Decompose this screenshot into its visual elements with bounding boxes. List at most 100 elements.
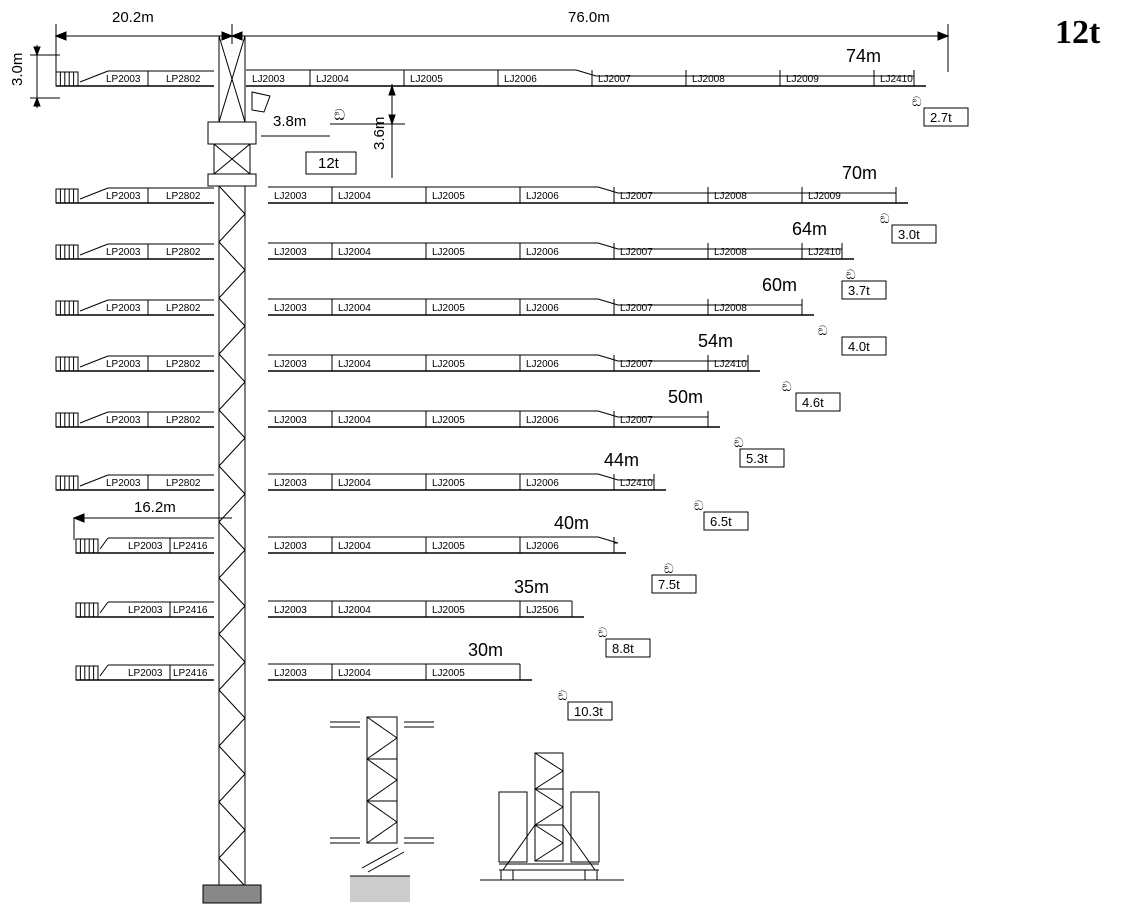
jib-segment-label: LJ2410 (620, 478, 653, 489)
load-box (923, 107, 969, 127)
load-label: 8.8t (612, 641, 634, 656)
jib-segment-label: LJ2006 (526, 478, 559, 489)
counter-jib-tie (79, 70, 109, 83)
jib-segment-label: LJ2506 (526, 605, 559, 616)
jib-top-taper (597, 298, 619, 306)
jib-height-label: 3.0m (9, 53, 26, 86)
jib-segment-label: LJ2003 (274, 415, 307, 426)
jib-length-label: 54m (698, 331, 733, 351)
jib-segment-label: LJ2004 (338, 359, 371, 370)
counter-jib-segment-label: LP2003 (106, 303, 141, 314)
jib-top-taper (597, 354, 619, 362)
counter-jib-tie (99, 664, 109, 677)
jib-segment-label: LJ2007 (620, 191, 653, 202)
counterweight (55, 356, 79, 372)
hook-icon: ඞ (734, 435, 744, 450)
counter-jib-segment-label: LP2802 (166, 191, 201, 202)
counterweight (75, 602, 99, 618)
jib-length-label: 64m (792, 219, 827, 239)
max-load-label: 12t (318, 155, 340, 172)
jib-top-taper (575, 69, 597, 77)
counter-jib-tie (79, 411, 109, 424)
jib-length-label: 44m (604, 450, 639, 470)
load-label: 4.6t (802, 395, 824, 410)
jib-segment-label: LJ2004 (338, 541, 371, 552)
counterweight (55, 475, 79, 491)
counter-jib-segment-label: LP2416 (173, 605, 208, 616)
jib-segment-label: LJ2004 (338, 247, 371, 258)
jib-segment-label: LJ2007 (620, 247, 653, 258)
jib-segment-label: LJ2003 (274, 247, 307, 258)
jib-segment-label: LJ2410 (880, 74, 913, 85)
max-load-box (305, 151, 357, 175)
jib-segment-label: LJ2008 (714, 247, 747, 258)
counter-jib-tie (79, 187, 109, 200)
jib-length-label: 74m (846, 46, 881, 66)
load-label: 2.7t (930, 110, 952, 125)
mast-lattice (218, 185, 246, 887)
load-box (795, 392, 841, 412)
jib-segment-label: LJ2004 (338, 303, 371, 314)
jib-segment-label: LJ2006 (526, 541, 559, 552)
counter-jib-tie (99, 601, 109, 614)
jib-segment-label: LJ2008 (692, 74, 725, 85)
mast-section-detail (330, 716, 434, 902)
hook-icon: ඞ (598, 625, 608, 640)
jib-segment-label: LJ2007 (620, 303, 653, 314)
jib-segment-label: LJ2008 (714, 191, 747, 202)
jib-segment-label: LJ2009 (786, 74, 819, 85)
counterweight (55, 300, 79, 316)
hook-icon: ඞ (694, 498, 704, 513)
load-label: 5.3t (746, 451, 768, 466)
jib-segment-label: LJ2005 (432, 478, 465, 489)
counter-jib-segment-label: LP2802 (166, 415, 201, 426)
load-box (651, 574, 697, 594)
jib-segment-label: LJ2006 (526, 359, 559, 370)
jib-segment-label: LJ2005 (432, 303, 465, 314)
jib-segment-label: LJ2003 (274, 359, 307, 370)
jib-top-taper (597, 473, 619, 481)
hook-icon: ඞ (818, 323, 828, 338)
jib-segment-label: LJ2006 (526, 415, 559, 426)
counter-jib-segment-label: LP2003 (128, 668, 163, 679)
jib-segment-label: LJ2005 (432, 359, 465, 370)
jib-segment-label: LJ2006 (504, 74, 537, 85)
counter-jib-segment-label: LP2003 (106, 415, 141, 426)
load-box (605, 638, 651, 658)
counterweight (75, 538, 99, 554)
counter-jib-segment-label: LP2003 (106, 74, 141, 85)
jib-segment-label: LJ2006 (526, 191, 559, 202)
jib-segment-label: LJ2006 (526, 247, 559, 258)
counter-jib-segment-label: LP2003 (106, 359, 141, 370)
jib-segment-label: LJ2004 (338, 668, 371, 679)
counter-jib-segment-label: LP2802 (166, 247, 201, 258)
hook-drop-label: 3.6m (371, 117, 388, 150)
load-box (841, 336, 887, 356)
trolley-hook-icon: ඞ (334, 107, 345, 124)
jib-segment-label: LJ2005 (432, 247, 465, 258)
counter-jib-segment-label: LP2003 (106, 191, 141, 202)
jib-segment-label: LJ2004 (338, 191, 371, 202)
counter-jib-segment-label: LP2416 (173, 668, 208, 679)
jib-top-taper (597, 410, 619, 418)
jib-length-label: 70m (842, 163, 877, 183)
load-box (703, 511, 749, 531)
hook-icon: ඞ (664, 561, 674, 576)
counter-jib-segment-label: LP2003 (128, 541, 163, 552)
counter-jib-length-label: 20.2m (112, 9, 154, 26)
jib-segment-label: LJ2003 (274, 605, 307, 616)
